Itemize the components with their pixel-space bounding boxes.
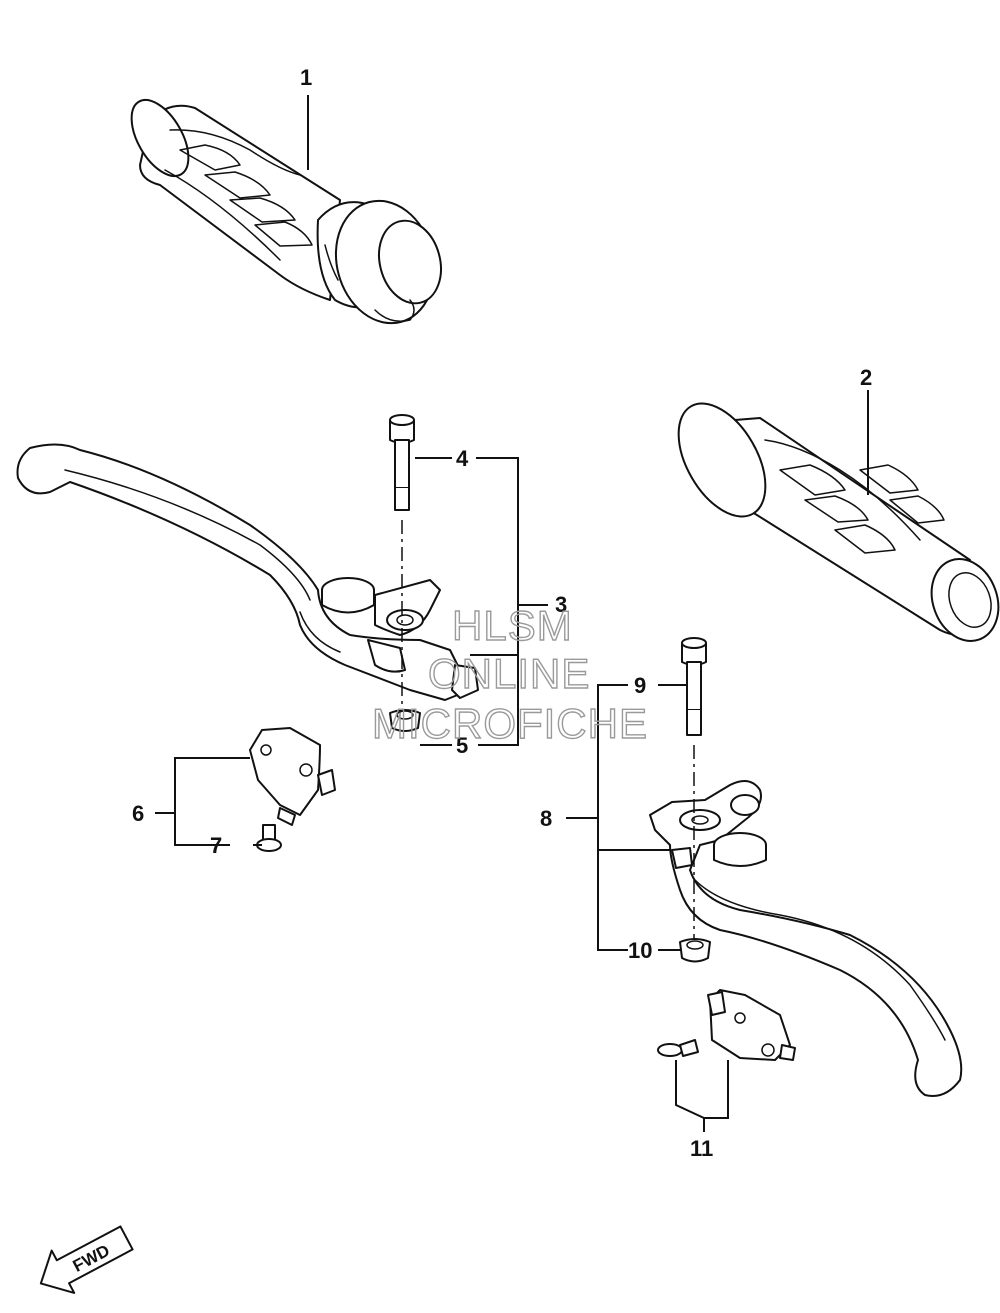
callout-8: 8 <box>540 806 552 831</box>
switch-part-11 <box>707 989 796 1061</box>
callout-3: 3 <box>555 592 567 617</box>
leader-lines <box>155 95 869 1132</box>
watermark: HLSM ONLINE MICROFICHE <box>371 601 648 747</box>
callout-7: 7 <box>210 833 222 858</box>
callout-1: 1 <box>300 65 312 90</box>
bolt-part-4 <box>389 414 415 511</box>
left-lever-part-3 <box>16 443 479 701</box>
callout-5: 5 <box>456 733 468 758</box>
left-grip-part-1 <box>130 99 442 325</box>
callout-11: 11 <box>690 1136 713 1161</box>
screw-part-7 <box>256 824 282 852</box>
watermark-line-1: HLSM <box>452 602 573 649</box>
watermark-line-3: MICROFICHE <box>372 700 648 747</box>
screw-part-11 <box>657 1039 699 1057</box>
callout-9: 9 <box>634 673 646 698</box>
watermark-line-2: ONLINE <box>428 650 590 697</box>
callout-6: 6 <box>132 801 144 826</box>
callout-2: 2 <box>860 365 872 390</box>
switch-part-6 <box>249 727 336 826</box>
fwd-arrow-icon: FWD <box>39 1225 134 1294</box>
callout-10: 10 <box>628 938 652 963</box>
callout-4: 4 <box>456 446 469 471</box>
nut-part-5 <box>389 709 421 732</box>
bolt-part-9 <box>681 637 707 736</box>
right-lever-part-8 <box>649 780 963 1097</box>
nut-part-10 <box>679 938 711 963</box>
right-grip-part-2 <box>677 402 1000 642</box>
